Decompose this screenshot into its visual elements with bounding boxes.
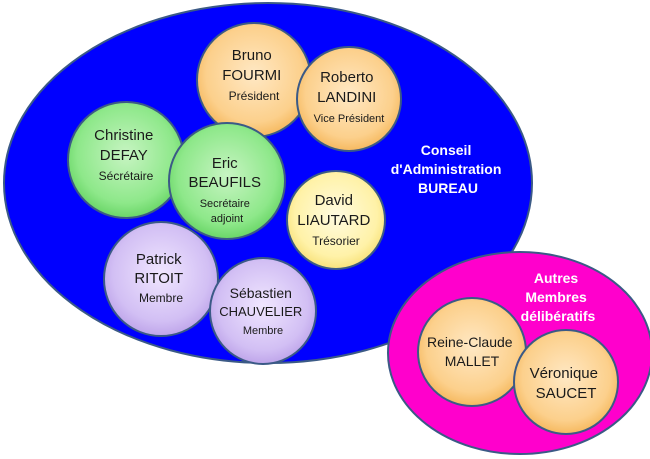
- member-firstname: Roberto: [320, 69, 373, 86]
- member-christine-defay: Christine DEFAY Sécrétaire: [67, 101, 185, 219]
- svg-text:Christine DEFAY Sé: Christine DEFAY Sécrétaire: [94, 127, 158, 183]
- member-patrick-ritoit: Patrick RITOIT Membre: [103, 221, 219, 337]
- svg-text:Eric BEAUFILS Secr: Eric BEAUFILS Secrétaire adjoint: [189, 155, 266, 225]
- member-firstname: Reine-Claude: [427, 334, 513, 350]
- svg-text:Reine-Claude MALLET: Reine-Claude MALLET: [427, 334, 517, 369]
- autres-label: Autres Membres délibératifs: [521, 270, 596, 324]
- member-firstname: Véronique: [530, 365, 598, 382]
- svg-text:Bruno FOURMI Prési: Bruno FOURMI Président: [222, 47, 286, 103]
- member-lastname: DEFAY: [100, 147, 148, 164]
- autres-label-line: Autres: [534, 270, 579, 286]
- member-lastname: FOURMI: [222, 67, 281, 84]
- member-firstname: Eric: [212, 155, 238, 172]
- member-role: Membre: [243, 325, 283, 337]
- svg-text:Véronique SAUCET: Véronique SAUCET: [530, 365, 603, 402]
- member-lastname: RITOIT: [134, 270, 183, 287]
- member-role: Sécrétaire: [99, 169, 154, 183]
- member-bruno-fourmi: Bruno FOURMI Président: [196, 22, 312, 138]
- member-firstname: David: [315, 192, 353, 209]
- member-lastname: MALLET: [445, 353, 500, 369]
- conseil-label: Conseil d'Administration BUREAU: [391, 142, 506, 196]
- member-roberto-landini: Roberto LANDINI Vice Président: [296, 46, 402, 152]
- member-role: Président: [229, 89, 280, 103]
- member-role: adjoint: [211, 213, 243, 225]
- member-firstname: Sébastien: [230, 285, 292, 301]
- svg-text:Patrick RITOIT Mem: Patrick RITOIT Membre: [134, 251, 187, 305]
- autres-label-line: délibératifs: [521, 308, 596, 324]
- member-firstname: Patrick: [136, 251, 182, 268]
- member-firstname: Bruno: [232, 47, 272, 64]
- member-lastname: CHAUVELIER: [219, 304, 302, 319]
- svg-text:Sébastien CHAUVELIER: Sébastien CHAUVELIER Membre: [219, 285, 307, 337]
- member-lastname: LIAUTARD: [297, 212, 370, 229]
- member-lastname: BEAUFILS: [189, 174, 262, 191]
- member-firstname: Christine: [94, 127, 153, 144]
- member-david-liautard: David LIAUTARD Trésorier: [286, 170, 386, 270]
- member-lastname: LANDINI: [317, 89, 376, 106]
- member-role: Vice Président: [314, 113, 385, 125]
- member-veronique-saucet: Véronique SAUCET: [513, 329, 619, 435]
- member-reine-claude-mallet: Reine-Claude MALLET: [417, 297, 527, 407]
- member-role: Secrétaire: [200, 198, 250, 210]
- member-eric-beaufils: Eric BEAUFILS Secrétaire adjoint: [168, 122, 286, 240]
- member-role: Trésorier: [312, 234, 360, 248]
- conseil-label-line: Conseil: [421, 142, 472, 158]
- member-role: Membre: [139, 291, 183, 305]
- conseil-label-line: BUREAU: [418, 180, 478, 196]
- member-sebastien-chauvelier: Sébastien CHAUVELIER Membre: [209, 257, 317, 365]
- member-lastname: SAUCET: [536, 385, 597, 402]
- svg-text:David LIAUTARD Tré: David LIAUTARD Trésorier: [297, 192, 375, 248]
- autres-label-line: Membres: [525, 289, 587, 305]
- svg-text:Roberto LANDINI Vi: Roberto LANDINI Vice Président: [314, 69, 385, 125]
- conseil-label-line: d'Administration: [391, 161, 502, 177]
